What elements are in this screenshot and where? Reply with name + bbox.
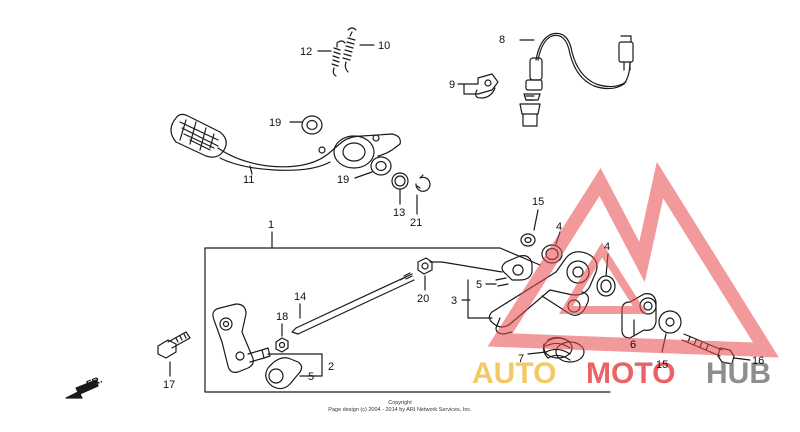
washer-15-right [658,310,682,334]
callout-2: 2 [328,361,334,373]
callout-7: 7 [518,353,524,365]
nut-18 [275,337,289,353]
leader-19b [354,171,373,179]
shift-rod [291,272,415,335]
tie-rod-left [212,303,271,373]
leader-15a [533,209,539,231]
callout-15-top: 15 [532,196,544,208]
callout-13: 13 [393,207,405,219]
callout-11: 11 [243,174,254,186]
callout-12: 12 [300,46,312,58]
callout-14: 14 [294,291,306,303]
assembly-bracket [204,231,611,393]
callout-8: 8 [499,34,505,46]
watermark-logo [487,161,779,358]
leader-11 [249,165,253,175]
washer-19-top [301,115,323,135]
callout-4-right: 4 [604,241,610,253]
callout-3: 3 [451,295,457,307]
copyright-line-1: Copyright [388,400,412,406]
callout-20: 20 [417,293,429,305]
callout-18: 18 [276,311,288,323]
leader-3 [467,279,493,319]
neutral-switch-cable [519,32,634,127]
watermark-text-auto: AUTO [472,357,556,390]
front-direction-arrow-icon [65,379,99,399]
callout-4-top: 4 [556,221,562,233]
callout-16: 16 [752,355,764,367]
spring-10 [342,27,357,73]
nut-20 [417,257,433,275]
leader-2-5 [267,353,323,377]
bolt-17 [157,331,191,359]
callout-17: 17 [163,379,175,391]
watermark-text-hub: HUB [706,357,771,390]
callout-19-top: 19 [269,117,281,129]
washer-19-bottom [370,156,392,176]
callout-5-bottom: 5 [308,371,314,383]
leader-16 [733,357,751,361]
callout-15-right: 15 [656,359,668,371]
callout-5-top: 5 [476,279,482,291]
circlip-21 [415,174,431,192]
callout-19-bottom: 19 [337,174,349,186]
washer-15-top [520,233,536,247]
joint-5-bottom [265,357,303,390]
leader-rod-joint [429,261,503,273]
callout-21: 21 [410,217,422,229]
oring-4-right [596,275,616,297]
copyright-line-2: Page design (c) 2004 - 2014 by ARI Netwo… [328,407,472,413]
collar-6 [621,293,657,339]
shift-pedal [170,113,401,171]
washer-13 [391,172,409,190]
callout-1: 1 [268,219,274,231]
callout-10: 10 [378,40,390,52]
callout-6: 6 [630,339,636,351]
callout-9: 9 [449,79,455,91]
joint-5-top [495,255,533,287]
front-direction-label: FR. [85,374,104,390]
clip-9 [463,73,499,99]
watermark-text-moto: MOTO [586,357,675,390]
spring-12 [331,40,346,77]
leader-7 [527,351,547,355]
